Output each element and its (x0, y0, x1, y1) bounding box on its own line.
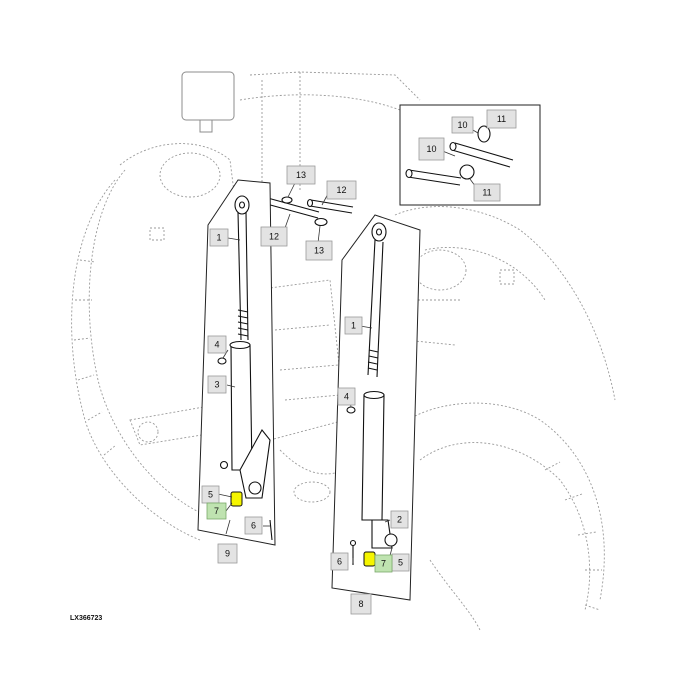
callout-8[interactable]: 8 (350, 593, 372, 615)
svg-text:2: 2 (397, 515, 402, 525)
callout-5a[interactable]: 5 (201, 485, 220, 504)
svg-text:12: 12 (336, 185, 346, 195)
callout-5b[interactable]: 5 (391, 553, 410, 572)
callout-labels: 1 1 2 3 4 4 5 5 (201, 109, 517, 615)
svg-text:5: 5 (208, 490, 213, 500)
svg-text:5: 5 (398, 558, 403, 568)
callout-10b[interactable]: 10 (418, 137, 445, 161)
right-cylinder-panel (331, 214, 421, 601)
callout-11a[interactable]: 11 (486, 109, 517, 129)
svg-text:10: 10 (426, 144, 436, 154)
retaining-ring-upper (477, 125, 491, 143)
svg-text:10: 10 (457, 120, 467, 130)
svg-text:7: 7 (381, 559, 386, 569)
svg-text:1: 1 (351, 321, 356, 331)
callout-11b[interactable]: 11 (473, 183, 501, 202)
svg-text:13: 13 (296, 170, 306, 180)
svg-text:11: 11 (497, 114, 506, 124)
callout-12a[interactable]: 12 (326, 180, 357, 200)
svg-text:9: 9 (225, 549, 230, 559)
callout-7a[interactable]: 7 (206, 502, 227, 520)
pin-10-lower (407, 169, 462, 186)
svg-text:6: 6 (337, 557, 342, 567)
callout-13b[interactable]: 13 (305, 240, 333, 261)
callout-4b[interactable]: 4 (337, 387, 356, 406)
callout-3[interactable]: 3 (207, 375, 227, 394)
pin-10-upper (451, 142, 514, 168)
callout-12b[interactable]: 12 (260, 226, 288, 247)
callout-6b[interactable]: 6 (330, 552, 349, 571)
left-cylinder-panel (197, 179, 276, 546)
callout-7b[interactable]: 7 (374, 554, 393, 573)
highlighted-bushing-right (363, 551, 376, 567)
svg-text:4: 4 (344, 392, 349, 402)
callout-9[interactable]: 9 (217, 543, 238, 564)
svg-text:12: 12 (269, 232, 279, 242)
figure-code: LX366723 (70, 615, 102, 622)
callout-4a[interactable]: 4 (207, 335, 227, 354)
callout-10a[interactable]: 10 (451, 116, 474, 134)
callout-13a[interactable]: 13 (286, 165, 316, 185)
svg-text:13: 13 (314, 246, 324, 256)
callout-1b[interactable]: 1 (344, 316, 363, 335)
svg-text:6: 6 (251, 521, 256, 531)
retaining-ring-lower (459, 164, 475, 180)
callout-6a[interactable]: 6 (244, 516, 263, 535)
highlighted-bushing-left (230, 491, 243, 507)
svg-text:4: 4 (214, 340, 219, 350)
callout-2[interactable]: 2 (390, 510, 409, 529)
svg-text:8: 8 (358, 599, 363, 609)
svg-text:1: 1 (216, 233, 221, 243)
svg-text:7: 7 (214, 506, 219, 516)
svg-text:11: 11 (482, 188, 491, 198)
svg-text:3: 3 (214, 380, 219, 390)
callout-1a[interactable]: 1 (209, 228, 229, 247)
